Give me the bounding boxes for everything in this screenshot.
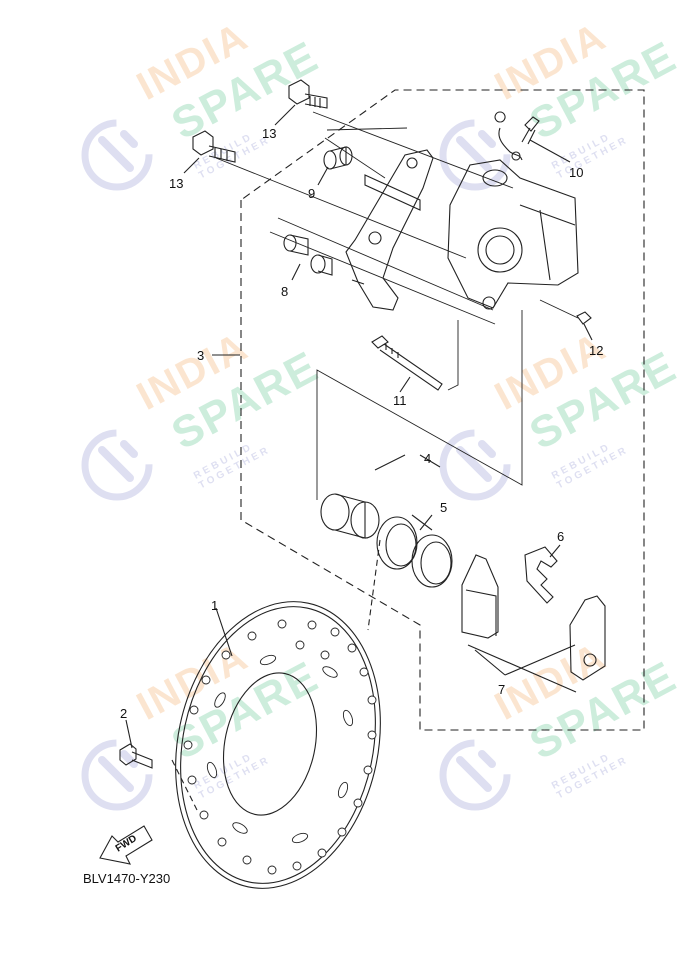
callout-9: 9 [308,186,315,201]
callout-11: 11 [393,393,407,408]
part-13-bolt-lower [192,130,236,163]
callout-leader [583,323,593,341]
part-12-cap [539,299,592,325]
part-10-bleed-screw [494,111,540,161]
callout-5: 5 [440,500,447,515]
part-4-piston [320,493,380,539]
callout-10: 10 [569,165,583,180]
part-5-seal [376,516,453,588]
forward-arrow-icon: FWD [99,825,153,865]
part-6-pad-spring [524,546,558,604]
caliper-body [447,159,579,310]
callout-1: 1 [211,598,218,613]
diagram-code: BLV1470-Y230 [83,871,171,886]
callout-4: 4 [424,451,431,466]
callout-leader [125,719,133,749]
callout-leader [549,544,561,558]
callout-leader [374,454,441,471]
callout-13-lower: 13 [169,176,183,191]
callout-13-upper: 13 [262,126,276,141]
bolt-axis-line [215,111,514,259]
part-1-brake-disc [171,539,381,889]
callout-leader [274,104,296,126]
assembly-boundary [240,89,645,731]
callout-leader [529,139,571,163]
callout-2: 2 [120,706,127,721]
part-2-disc-bolt [119,743,153,769]
callout-7: 7 [498,682,505,697]
callout-8: 8 [281,284,288,299]
callout-leader [411,514,433,531]
callout-leader [291,263,301,281]
callout-12: 12 [589,343,603,358]
callout-leader [399,376,411,393]
assembly-leader [316,310,523,500]
part-9-sleeve [323,127,408,179]
part-11-pad-pin [371,335,443,391]
callout-3: 3 [197,348,204,363]
disc-holes [183,619,377,875]
callout-leader [474,644,576,676]
callout-6: 6 [557,529,564,544]
caliper-bracket [345,149,434,311]
part-13-bolt-upper [288,79,328,109]
callout-leader [317,166,329,186]
callout-leader [215,607,233,657]
callout-leader [183,157,200,174]
part-7-brake-pad [461,554,606,693]
